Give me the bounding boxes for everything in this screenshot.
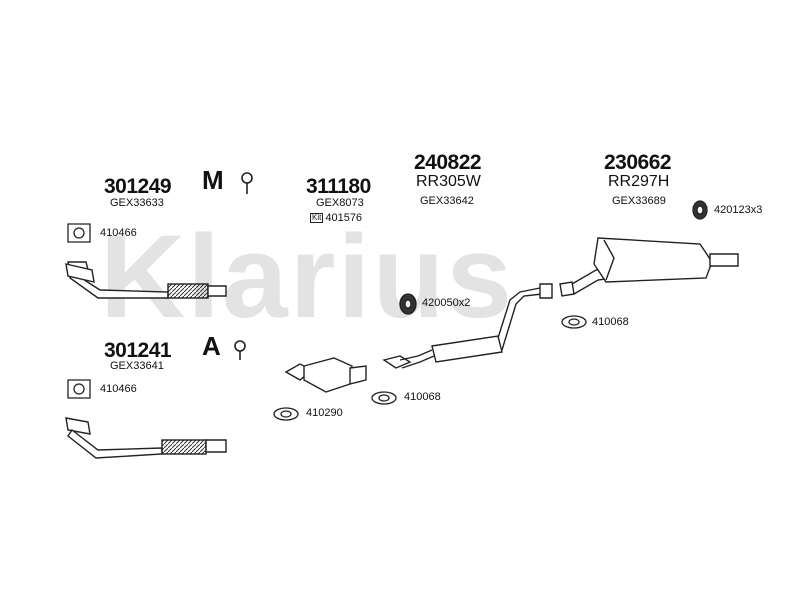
fitting-410068-right: 410068 (592, 316, 629, 328)
part-number-301249: 301249 (104, 175, 172, 198)
fitting-410466-bottom: 410466 (100, 383, 137, 395)
automatic-gearbox-icon: A (202, 331, 221, 361)
ring-gasket-icon-right (561, 315, 587, 329)
fitting-410290: 410290 (306, 407, 343, 419)
part-number-301241: 301241 (104, 339, 172, 362)
fitting-410068-mid: 410068 (404, 391, 441, 403)
rubber-mount-icon-mid (399, 293, 417, 315)
front-pipe-bottom (65, 417, 227, 459)
part-number-240822: 240822 (414, 151, 482, 174)
rubber-mount-icon-right (692, 200, 708, 220)
fitting-410466-top: 410466 (100, 227, 137, 239)
fitting-420050: 420050x2 (422, 297, 471, 309)
part-ref-301249: GEX33633 (110, 197, 164, 209)
fittings-icons (67, 200, 708, 421)
part-ref-311180: GEX8073 (316, 197, 364, 209)
watermark-logo: Klarius (100, 211, 515, 343)
automatic-knob-icon (234, 340, 246, 360)
fitting-420123: 420123x3 (714, 204, 763, 216)
part-ref-240822: GEX33642 (420, 195, 474, 207)
ring-gasket-icon-mid (371, 391, 397, 405)
catalytic-converter (284, 357, 367, 393)
part-number-311180: 311180 (306, 175, 371, 198)
kit-icon: Kit (310, 213, 324, 223)
part-ref-301241: GEX33641 (110, 360, 164, 372)
center-pipe (382, 283, 553, 369)
gasket-icon-bottom (67, 379, 91, 399)
part-code-230662: RR297H (608, 173, 670, 190)
gasket-icon-top (67, 223, 91, 243)
manual-knob-icon (241, 172, 253, 194)
gearbox-knob-icons (234, 172, 253, 360)
part-code-240822: RR305W (416, 173, 481, 190)
part-number-230662: 230662 (604, 151, 672, 174)
front-pipe-top (65, 261, 227, 299)
ring-gasket-icon-left (273, 407, 299, 421)
kit-number: 401576 (325, 212, 363, 224)
part-ref-230662: GEX33689 (612, 195, 666, 207)
rear-silencer (559, 237, 739, 297)
manual-gearbox-icon: M (202, 165, 224, 195)
